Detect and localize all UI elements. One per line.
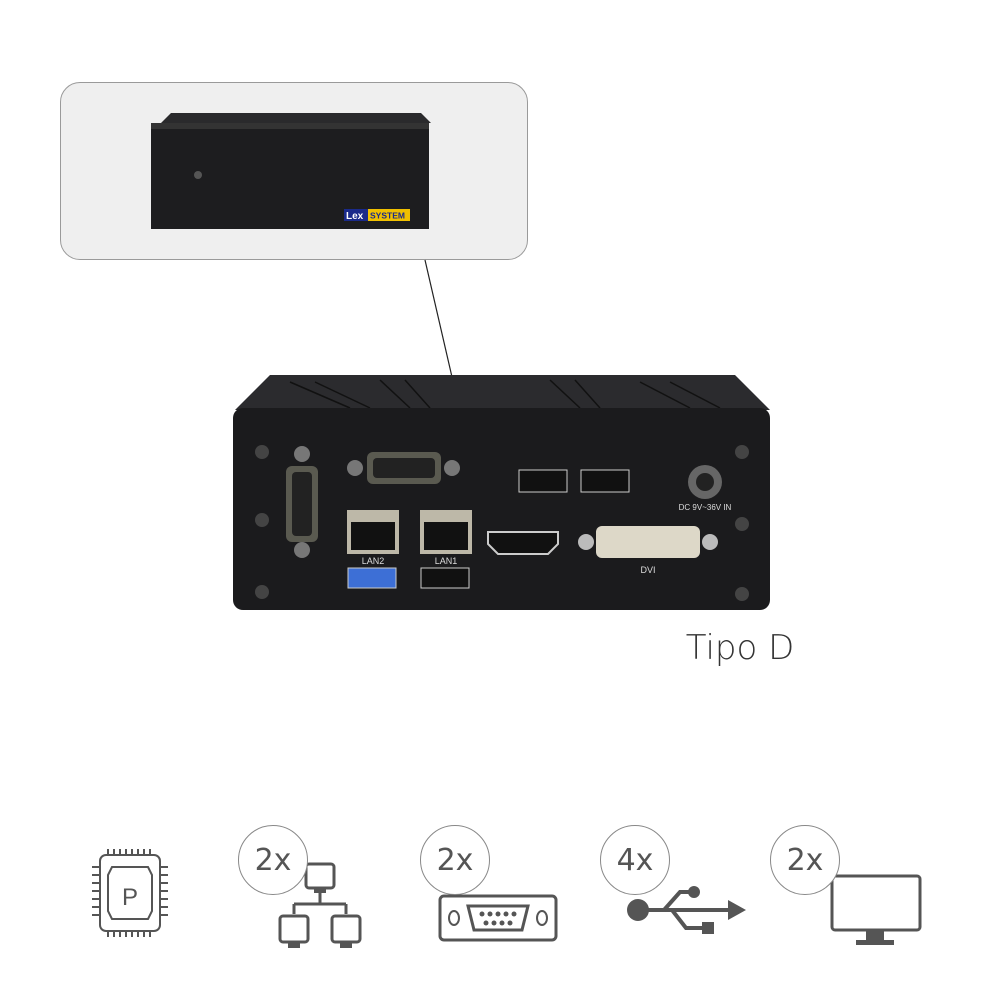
power-button-icon [194,171,202,179]
serial-port-horizontal [347,452,460,484]
dc-power-jack: DC 9V~36V IN [679,465,732,512]
monitor-icon [830,874,922,945]
lan1-port: LAN1 [420,510,472,566]
lex-system-logo: Lex SYSTEM [344,209,410,222]
dvi-port: DVI [578,526,718,575]
usb-count-badge: 4x [600,825,670,895]
processor-icon: P [92,849,168,937]
svg-text:SYSTEM: SYSTEM [370,211,405,221]
network-count-badge: 2x [238,825,308,895]
usb-port [580,469,630,493]
front-view-device: Lex SYSTEM [151,113,431,229]
usb3-port [347,567,397,589]
serial-port-vertical [286,446,318,558]
svg-text:LAN2: LAN2 [362,556,385,566]
svg-text:DVI: DVI [640,565,655,575]
model-caption: Tipo D [685,628,795,668]
serial-count-badge: 2x [420,825,490,895]
hdmi-port [487,531,559,555]
svg-text:DC 9V~36V IN: DC 9V~36V IN [679,503,732,512]
serial-port-icon [438,894,558,942]
display-count-badge: 2x [770,825,840,895]
svg-text:P: P [122,884,138,911]
svg-text:Lex: Lex [346,211,364,222]
callout-box: Lex SYSTEM [60,82,528,260]
network-icon [278,862,362,948]
svg-text:LAN1: LAN1 [435,556,458,566]
screws [255,445,749,601]
usb-icon [627,886,746,934]
usb-port [420,567,470,589]
usb-port [518,469,568,493]
lan2-port: LAN2 [347,510,399,566]
rear-view-device: LAN2 LAN1 DVI DC 9V~36V IN [233,375,770,610]
